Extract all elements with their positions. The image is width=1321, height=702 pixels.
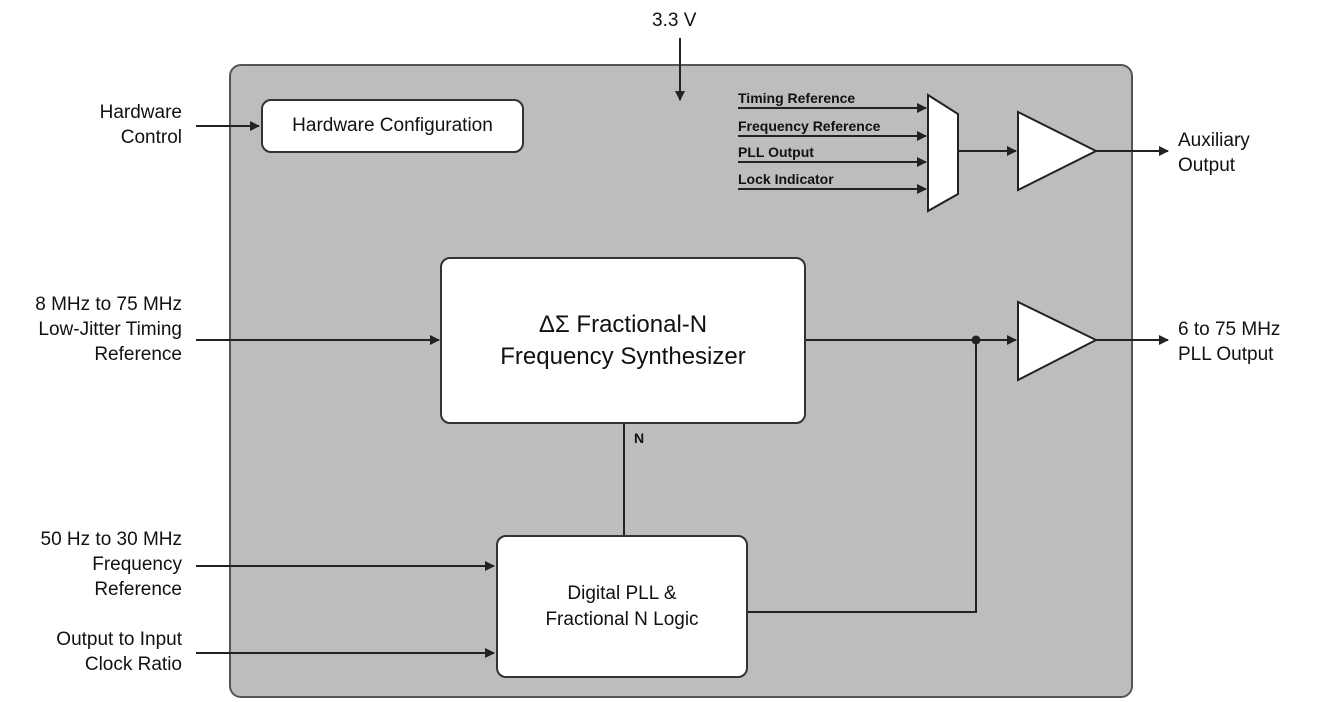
mux-label-frequency: Frequency Reference xyxy=(738,118,881,134)
mux-label-pll: PLL Output xyxy=(738,144,814,160)
feedback-line xyxy=(748,340,977,613)
pll-output-label: 6 to 75 MHz PLL Output xyxy=(1178,319,1281,365)
mux-label-lock: Lock Indicator xyxy=(738,171,834,187)
timing-reference-label: 8 MHz to 75 MHz Low-Jitter Timing Refere… xyxy=(35,294,182,365)
junction-dot xyxy=(971,335,981,345)
mux-label-timing: Timing Reference xyxy=(738,90,856,106)
supply-label: 3.3 V xyxy=(652,10,697,31)
digital-pll-block: Digital PLL & Fractional N Logic xyxy=(496,535,748,678)
n-label: N xyxy=(634,430,645,446)
frequency-reference-label: 50 Hz to 30 MHz Frequency Reference xyxy=(40,529,183,600)
pll-buffer xyxy=(1017,300,1099,382)
fractional-n-synthesizer-block: ΔΣ Fractional-N Frequency Synthesizer xyxy=(440,257,806,424)
aux-buffer xyxy=(1017,110,1099,192)
hardware-control-label: Hardware Control xyxy=(99,102,182,148)
clock-ratio-label: Output to Input Clock Ratio xyxy=(56,629,182,675)
hardware-configuration-block: Hardware Configuration xyxy=(261,99,524,153)
output-mux xyxy=(927,93,959,213)
auxiliary-output-label: Auxiliary Output xyxy=(1178,130,1250,176)
